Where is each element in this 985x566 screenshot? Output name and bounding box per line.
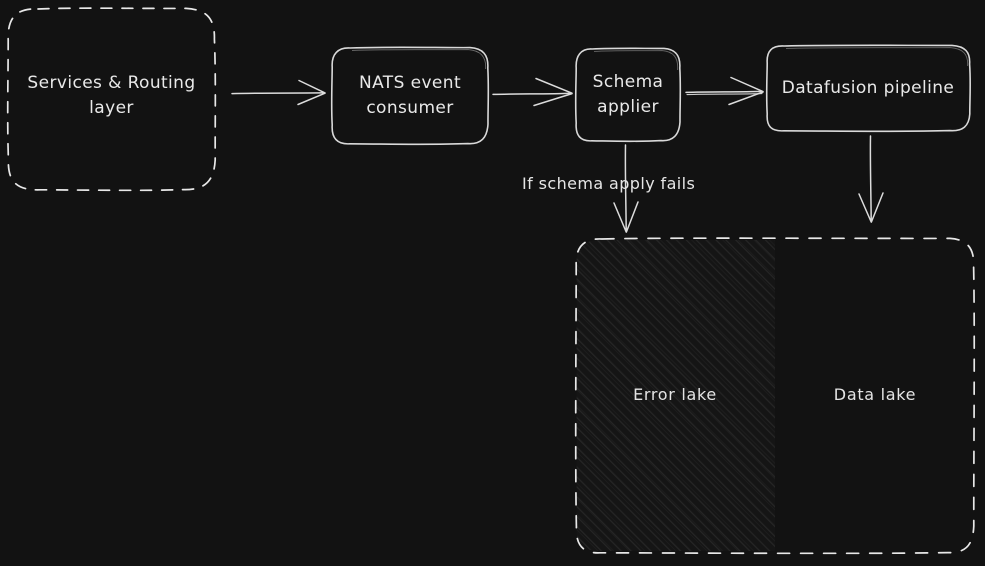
edge-services-to-nats [231,79,326,106]
edge-datafusion-to-data-lake [858,135,884,223]
node-schema-applier[interactable] [575,48,680,142]
lake-data-lake[interactable] [775,238,975,553]
node-lake-container-shape [574,237,976,555]
node-services-routing-layer[interactable] [8,8,215,190]
node-schema-applier-shape [574,47,682,143]
edge-nats-to-schema [492,77,573,107]
edge-schema-to-error-lake [613,144,639,233]
node-datafusion-pipeline-shape [765,44,972,133]
lake-error-lake-fill [576,240,775,551]
node-nats-event-consumer-shape [330,46,490,146]
lake-data-lake-fill [775,240,974,551]
node-nats-event-consumer[interactable] [332,47,488,144]
lake-error-lake[interactable] [575,238,775,553]
edge-schema-to-datafusion [685,76,764,106]
node-datafusion-pipeline[interactable] [766,45,970,132]
node-services-routing-layer-shape [6,7,217,192]
lake-label-error-lake: Error lake [633,385,717,404]
edge-label-if-schema-apply-fails: If schema apply fails [522,174,696,193]
lake-label-data-lake: Data lake [833,385,917,404]
